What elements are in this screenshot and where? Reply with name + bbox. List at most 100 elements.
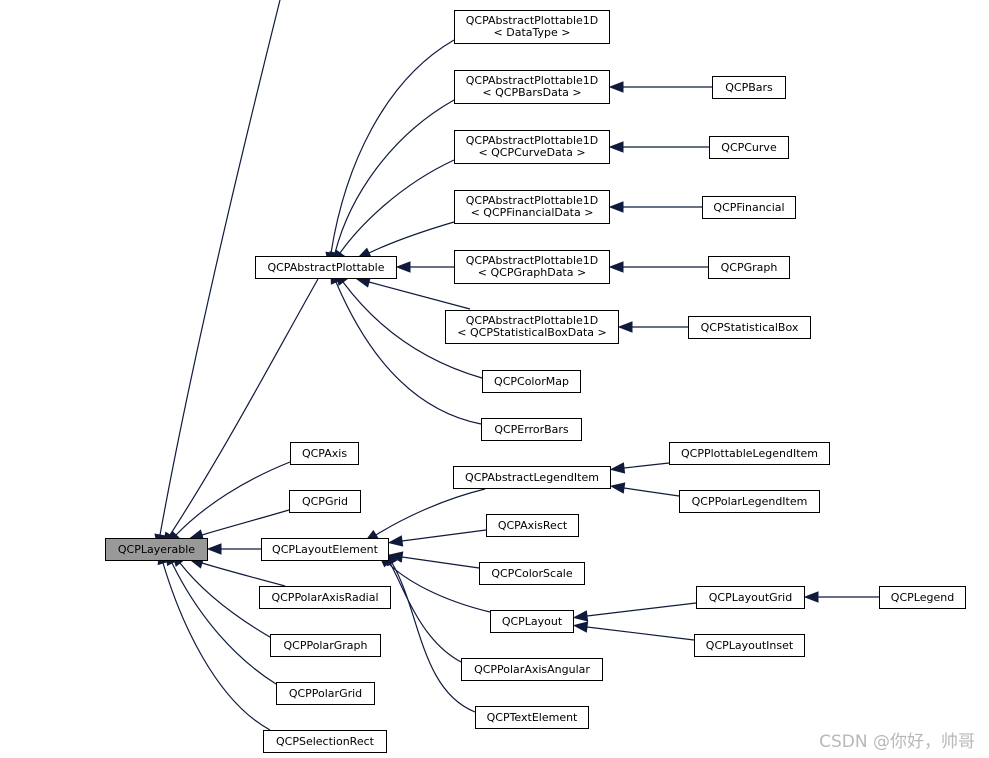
class-node-polar-axis-radial[interactable]: QCPPolarAxisRadial <box>259 586 391 609</box>
class-name-label: QCPAbstractPlottable1D <box>465 194 599 207</box>
class-node-abstract-plottable[interactable]: QCPAbstractPlottable <box>255 256 397 279</box>
inheritance-edge-layout-to-layout-element <box>377 552 491 613</box>
class-node-ap1d-datatype[interactable]: QCPAbstractPlottable1D< DataType > <box>454 10 610 44</box>
arrowhead-icon <box>608 81 624 93</box>
class-name-label: QCPPolarLegendItem <box>691 494 808 508</box>
arrowhead-icon <box>617 321 633 333</box>
edge-line <box>162 562 271 731</box>
class-node-layout-inset[interactable]: QCPLayoutInset <box>694 634 805 657</box>
class-node-layerable[interactable]: QCPLayerable <box>105 538 208 561</box>
class-node-axis-rect[interactable]: QCPAxisRect <box>486 514 579 537</box>
class-node-polar-graph[interactable]: QCPPolarGraph <box>270 634 381 657</box>
inheritance-edge-financial-to-ap1d-financial <box>608 201 702 213</box>
inheritance-edge-graph-to-ap1d-graph <box>608 261 708 273</box>
class-node-polar-legend-item[interactable]: QCPPolarLegendItem <box>679 490 820 513</box>
edge-line <box>586 602 697 617</box>
class-node-colormap[interactable]: QCPColorMap <box>482 370 581 393</box>
class-name-label: < QCPFinancialData > <box>470 206 594 219</box>
class-name-label: QCPAbstractPlottable1D <box>465 14 599 27</box>
arrowhead-icon <box>395 261 411 273</box>
class-name-label: < QCPCurveData > <box>478 146 586 159</box>
class-node-ap1d-statbox[interactable]: QCPAbstractPlottable1D< QCPStatisticalBo… <box>445 310 619 344</box>
class-name-label: QCPTextElement <box>486 710 578 724</box>
edge-line <box>623 487 680 497</box>
inheritance-edge-text-element-to-layout-element <box>384 550 476 713</box>
arrowhead-icon <box>608 201 624 213</box>
class-node-layout[interactable]: QCPLayout <box>490 610 574 633</box>
class-node-bars[interactable]: QCPBars <box>712 76 786 99</box>
class-node-ap1d-curve[interactable]: QCPAbstractPlottable1D< QCPCurveData > <box>454 130 610 164</box>
edge-line <box>623 462 670 469</box>
edge-line <box>387 562 491 613</box>
class-node-statbox[interactable]: QCPStatisticalBox <box>688 316 811 339</box>
class-name-label: QCPPolarGrid <box>288 686 363 700</box>
inheritance-edge-color-scale-to-layout-element <box>387 551 480 569</box>
class-name-label: < QCPBarsData > <box>482 86 582 99</box>
inheritance-edge-ap1d-graph-to-abstract-plottable <box>395 261 454 273</box>
edge-line <box>375 488 486 536</box>
class-node-ap1d-graph[interactable]: QCPAbstractPlottable1D< QCPGraphData > <box>454 250 610 284</box>
edge-line <box>201 562 286 587</box>
class-name-label: QCPSelectionRect <box>276 734 374 748</box>
arrowhead-icon <box>387 535 404 547</box>
class-name-label: QCPFinancial <box>713 200 785 214</box>
inheritance-edge-polar-axis-radial-to-layerable <box>188 557 286 587</box>
class-node-abstract-legend-item[interactable]: QCPAbstractLegendItem <box>453 466 611 489</box>
class-name-label: QCPAxisRect <box>497 518 568 532</box>
class-node-ap1d-bars[interactable]: QCPAbstractPlottable1D< QCPBarsData > <box>454 70 610 104</box>
class-node-selection-rect[interactable]: QCPSelectionRect <box>263 730 387 753</box>
inheritance-edge-ap1d-datatype-to-abstract-plottable <box>325 39 455 268</box>
edge-line <box>175 461 291 536</box>
edge-line <box>330 39 455 254</box>
class-node-curve[interactable]: QCPCurve <box>709 136 789 159</box>
class-node-polar-grid[interactable]: QCPPolarGrid <box>276 682 375 705</box>
edge-line <box>586 626 695 641</box>
class-name-label: QCPCurve <box>721 140 777 154</box>
class-node-grid[interactable]: QCPGrid <box>289 490 361 513</box>
arrowhead-icon <box>572 610 589 622</box>
class-name-label: QCPPolarAxisRadial <box>271 590 379 604</box>
class-node-ap1d-financial[interactable]: QCPAbstractPlottable1D< QCPFinancialData… <box>454 190 610 224</box>
class-node-text-element[interactable]: QCPTextElement <box>475 706 589 729</box>
edge-line <box>334 99 455 254</box>
edge-line <box>335 281 482 425</box>
inheritance-edge-abstract-legend-item-to-layout-element <box>363 488 486 543</box>
class-name-label: QCPAbstractPlottable <box>267 260 385 274</box>
inheritance-edge-plottable-legend-item-to-abstract-legend-item <box>609 462 670 474</box>
class-name-label: QCPPlottableLegendItem <box>680 446 818 460</box>
class-name-label: QCPErrorBars <box>494 422 569 436</box>
arrowhead-icon <box>572 621 589 633</box>
edge-line <box>368 281 471 310</box>
class-name-label: QCPStatisticalBox <box>700 320 799 334</box>
inheritance-edge-layout-element-to-layerable <box>206 543 261 555</box>
class-name-label: QCPGraph <box>720 260 778 274</box>
inheritance-edge-errorbars-to-abstract-plottable <box>330 268 482 425</box>
class-node-axis[interactable]: QCPAxis <box>290 442 359 465</box>
class-node-layout-element[interactable]: QCPLayoutElement <box>261 538 389 561</box>
edge-line <box>401 529 487 542</box>
inheritance-edge-statbox-to-ap1d-statbox <box>617 321 688 333</box>
class-name-label: QCPColorMap <box>494 374 569 388</box>
inheritance-edge-polar-legend-item-to-abstract-legend-item <box>609 482 680 497</box>
class-name-label: QCPPolarAxisAngular <box>474 662 590 676</box>
class-name-label: QCPLayoutElement <box>272 542 378 556</box>
class-node-legend[interactable]: QCPLegend <box>879 586 966 609</box>
class-name-label: < QCPStatisticalBoxData > <box>457 326 607 339</box>
class-name-label: QCPAbstractPlottable1D <box>465 254 599 267</box>
class-node-layout-grid[interactable]: QCPLayoutGrid <box>696 586 805 609</box>
arrowhead-icon <box>206 543 222 555</box>
class-node-graph[interactable]: QCPGraph <box>708 256 790 279</box>
inheritance-edge-curve-to-ap1d-curve <box>608 141 709 153</box>
class-name-label: QCPAbstractPlottable1D <box>465 314 599 327</box>
class-node-polar-axis-angular[interactable]: QCPPolarAxisAngular <box>461 658 603 681</box>
edge-line <box>201 509 290 536</box>
arrowhead-icon <box>609 462 626 474</box>
class-node-plottable-legend-item[interactable]: QCPPlottableLegendItem <box>669 442 830 465</box>
edge-line <box>342 281 483 379</box>
class-node-color-scale[interactable]: QCPColorScale <box>479 562 585 585</box>
class-node-financial[interactable]: QCPFinancial <box>702 196 796 219</box>
inheritance-edge-ap1d-statbox-to-abstract-plottable <box>355 276 471 310</box>
class-node-errorbars[interactable]: QCPErrorBars <box>481 418 582 441</box>
class-name-label: QCPAbstractPlottable1D <box>465 74 599 87</box>
arrowhead-icon <box>803 591 819 603</box>
